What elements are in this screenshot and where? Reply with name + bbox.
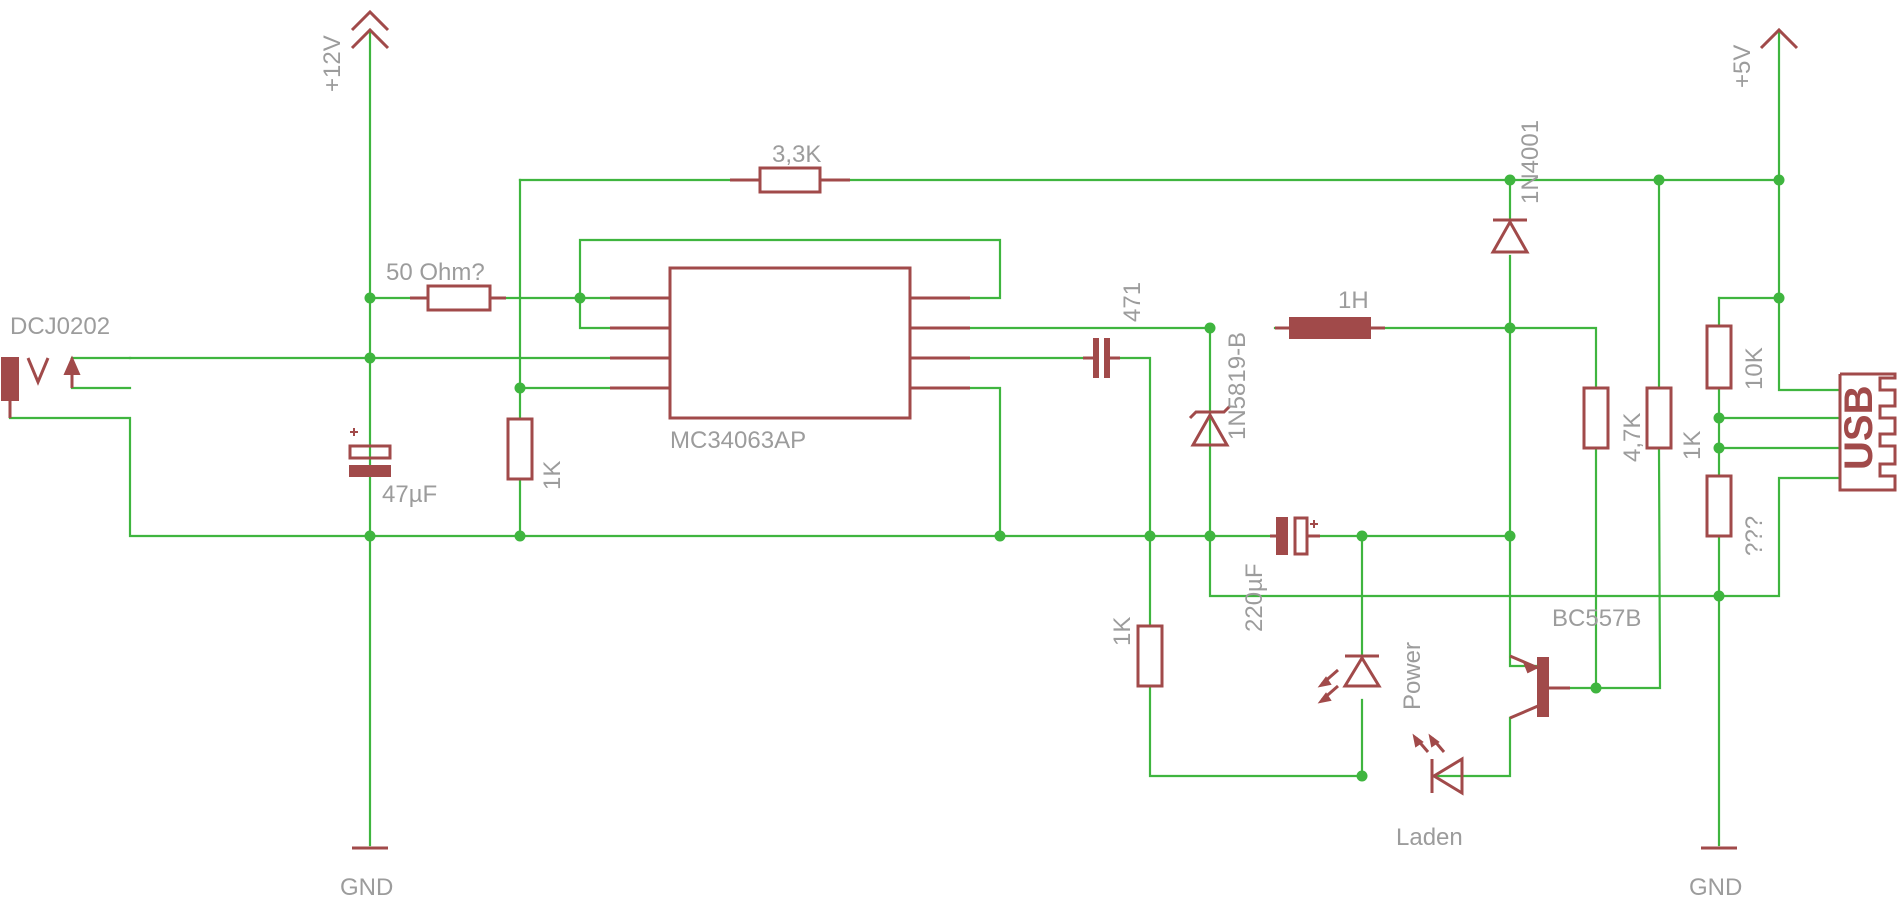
junction bbox=[1504, 530, 1516, 542]
supply-5v-symbol bbox=[1759, 27, 1799, 50]
junctions bbox=[364, 174, 1785, 782]
label-transistor: BC557B bbox=[1552, 605, 1641, 632]
label-gnd-right: GND bbox=[1689, 874, 1742, 901]
label-gnd-left: GND bbox=[340, 874, 393, 901]
junction bbox=[1356, 530, 1368, 542]
capacitor-220uf-symbol bbox=[1270, 516, 1320, 556]
resistor-1k-led-symbol bbox=[1136, 624, 1164, 688]
label-r-10k: 10K bbox=[1741, 347, 1768, 390]
label-r-sense: 50 Ohm? bbox=[386, 259, 485, 286]
junction bbox=[1773, 174, 1785, 186]
capacitor-47uf-symbol bbox=[348, 428, 392, 477]
label-r-pull: 1K bbox=[1679, 431, 1706, 460]
diode-1n4001-symbol bbox=[1490, 218, 1530, 254]
label-r-unknown: ??? bbox=[1741, 516, 1768, 556]
label-led-charge: Laden bbox=[1396, 824, 1463, 851]
label-c-timing: 471 bbox=[1119, 282, 1146, 322]
capacitor-471-symbol bbox=[1083, 338, 1120, 378]
resistor-unknown-symbol bbox=[1705, 474, 1733, 538]
junction bbox=[574, 292, 586, 304]
ic-mc34063ap-symbol bbox=[610, 266, 970, 420]
junction bbox=[1713, 590, 1725, 602]
resistor-3-3k-symbol bbox=[730, 166, 850, 194]
junction bbox=[1204, 322, 1216, 334]
label-schottky: 1N5819-B bbox=[1224, 332, 1251, 440]
junction bbox=[1653, 174, 1665, 186]
label-usb: USB bbox=[1837, 386, 1881, 470]
junction bbox=[1356, 770, 1368, 782]
inductor-1h-symbol bbox=[1275, 317, 1385, 339]
label-r-led: 1K bbox=[1109, 617, 1136, 646]
wires bbox=[8, 28, 1842, 847]
junction bbox=[1504, 322, 1516, 334]
dc-jack-symbol bbox=[1, 355, 81, 418]
led-charge-symbol bbox=[1412, 733, 1464, 796]
label-5v: +5V bbox=[1729, 45, 1756, 88]
resistor-1k-left-symbol bbox=[506, 417, 534, 481]
junction bbox=[1713, 412, 1725, 424]
junction bbox=[1144, 530, 1156, 542]
label-r-left: 1K bbox=[539, 461, 566, 490]
label-r-base: 4,7K bbox=[1619, 413, 1646, 462]
junction bbox=[994, 530, 1006, 542]
resistor-10k-symbol bbox=[1705, 324, 1733, 390]
label-ic: MC34063AP bbox=[670, 427, 806, 454]
junction bbox=[514, 382, 526, 394]
transistor-bc557b-symbol bbox=[1509, 654, 1570, 720]
label-led-power: Power bbox=[1399, 642, 1426, 710]
junction bbox=[1590, 682, 1602, 694]
junction bbox=[364, 530, 376, 542]
label-c-in: 47µF bbox=[382, 481, 437, 508]
diode-schottky-1n5819-symbol bbox=[1188, 404, 1232, 447]
led-power-symbol bbox=[1317, 654, 1382, 704]
label-inductor: 1H bbox=[1338, 287, 1369, 314]
label-jack: DCJ0202 bbox=[10, 313, 110, 340]
junction bbox=[364, 292, 376, 304]
junction bbox=[1713, 442, 1725, 454]
junction bbox=[514, 530, 526, 542]
label-12v: +12V bbox=[319, 35, 346, 92]
resistor-4-7k-symbol bbox=[1582, 386, 1610, 450]
label-r-top: 3,3K bbox=[772, 141, 821, 168]
label-c-out: 220µF bbox=[1241, 563, 1268, 632]
usb-connector-symbol bbox=[1838, 372, 1897, 492]
junction bbox=[1204, 530, 1216, 542]
junction bbox=[364, 352, 376, 364]
supply-12v-symbol bbox=[350, 9, 390, 50]
resistor-50-ohm-symbol bbox=[410, 284, 506, 312]
junction bbox=[1773, 292, 1785, 304]
junction bbox=[1504, 174, 1516, 186]
resistor-1k-pull-symbol bbox=[1645, 386, 1673, 450]
label-diode: 1N4001 bbox=[1517, 120, 1544, 204]
